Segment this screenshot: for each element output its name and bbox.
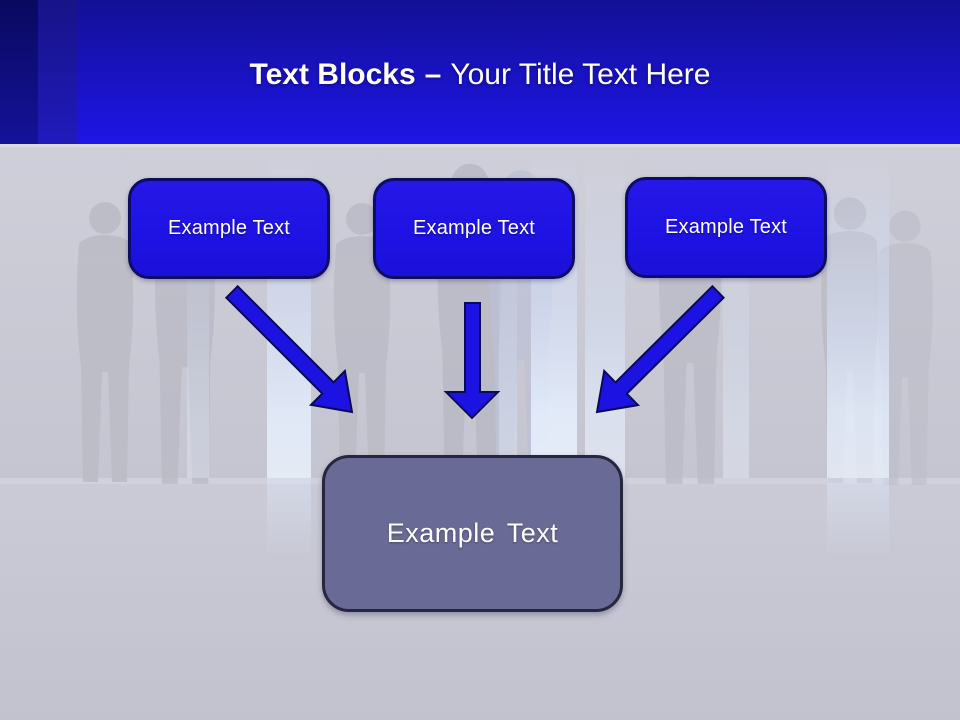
text-block-2-label: Example Text	[412, 217, 536, 239]
header-accent-stripe-dark	[0, 0, 38, 144]
title-separator: –	[424, 58, 442, 91]
text-block-3: Example Text	[625, 177, 827, 278]
text-block-1-label: Example Text	[167, 217, 291, 239]
text-block-3-label: Example Text	[664, 216, 788, 238]
slide-title: Text Blocks–Your Title Text Here	[0, 56, 960, 94]
title-topic: Text Blocks	[249, 58, 416, 91]
light-beams	[187, 154, 889, 558]
center-text-block-label: Example Text	[386, 518, 559, 548]
text-block-2: Example Text	[373, 178, 575, 279]
center-text-block: Example Text	[322, 455, 623, 612]
title-text: Your Title Text Here	[450, 58, 711, 91]
header-accent-stripe-light	[38, 0, 77, 144]
title-bar: Text Blocks–Your Title Text Here	[0, 0, 960, 144]
text-block-1: Example Text	[128, 178, 330, 279]
